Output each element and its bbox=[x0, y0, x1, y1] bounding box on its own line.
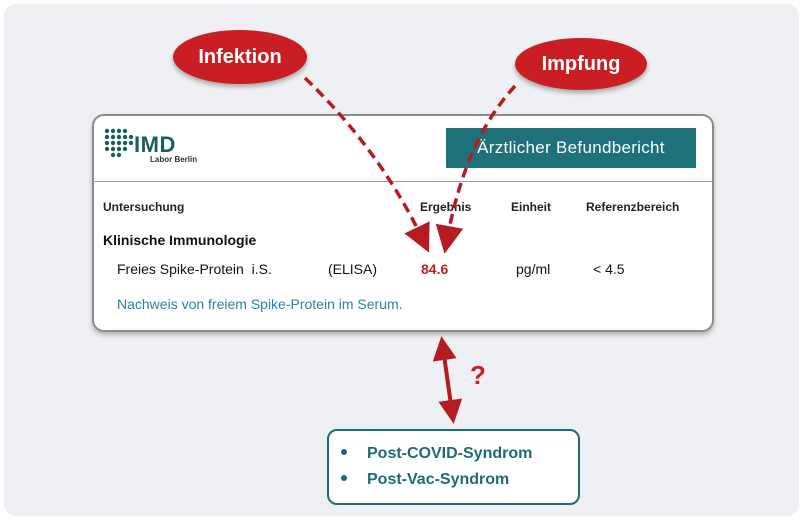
test-method: (ELISA) bbox=[328, 261, 378, 277]
logo-subtitle: Labor Berlin bbox=[150, 155, 198, 164]
syndrome-label: Post-Vac-Syndrom bbox=[367, 471, 510, 488]
impfung-arrow bbox=[435, 84, 517, 254]
syndrome-label: Post-COVID-Syndrom bbox=[367, 445, 533, 462]
test-result: 84.6 bbox=[421, 261, 449, 277]
header-divider bbox=[94, 181, 712, 182]
bullet-icon bbox=[341, 448, 347, 455]
lab-report-card: IMD Labor Berlin Ärztlicher Befundberich… bbox=[92, 114, 714, 332]
syndrome-item: Post-Vac-Syndrom bbox=[341, 471, 509, 489]
syndrome-box: Post-COVID-Syndrom Post-Vac-Syndrom bbox=[327, 429, 580, 505]
column-header-einheit: Einheit bbox=[511, 200, 552, 214]
result-note: Nachweis von freiem Spike-Protein im Ser… bbox=[117, 296, 403, 312]
infektion-label: Infektion bbox=[198, 46, 282, 68]
logo-wordmark: IMD bbox=[134, 132, 176, 157]
infektion-badge: Infektion bbox=[173, 30, 307, 84]
imd-logo: IMD Labor Berlin bbox=[104, 128, 197, 164]
bidirectional-arrow bbox=[432, 336, 463, 424]
section-title: Klinische Immunologie bbox=[103, 232, 257, 248]
column-header-ergebnis: Ergebnis bbox=[420, 200, 472, 214]
impfung-label: Impfung bbox=[541, 53, 621, 75]
impfung-badge: Impfung bbox=[515, 38, 647, 90]
infektion-arrow bbox=[303, 76, 430, 253]
logo-dot-grid-icon bbox=[104, 128, 134, 158]
bullet-icon bbox=[341, 474, 347, 481]
test-name: Freies Spike-Protein i.S. bbox=[117, 261, 272, 277]
column-header-referenzbereich: Referenzbereich bbox=[586, 200, 680, 214]
syndrome-item: Post-COVID-Syndrom bbox=[341, 445, 532, 463]
column-header-untersuchung: Untersuchung bbox=[103, 200, 185, 214]
test-reference: < 4.5 bbox=[593, 261, 625, 277]
report-title: Ärztlicher Befundbericht bbox=[446, 128, 696, 168]
test-unit: pg/ml bbox=[516, 261, 551, 277]
question-mark: ? bbox=[470, 360, 486, 390]
